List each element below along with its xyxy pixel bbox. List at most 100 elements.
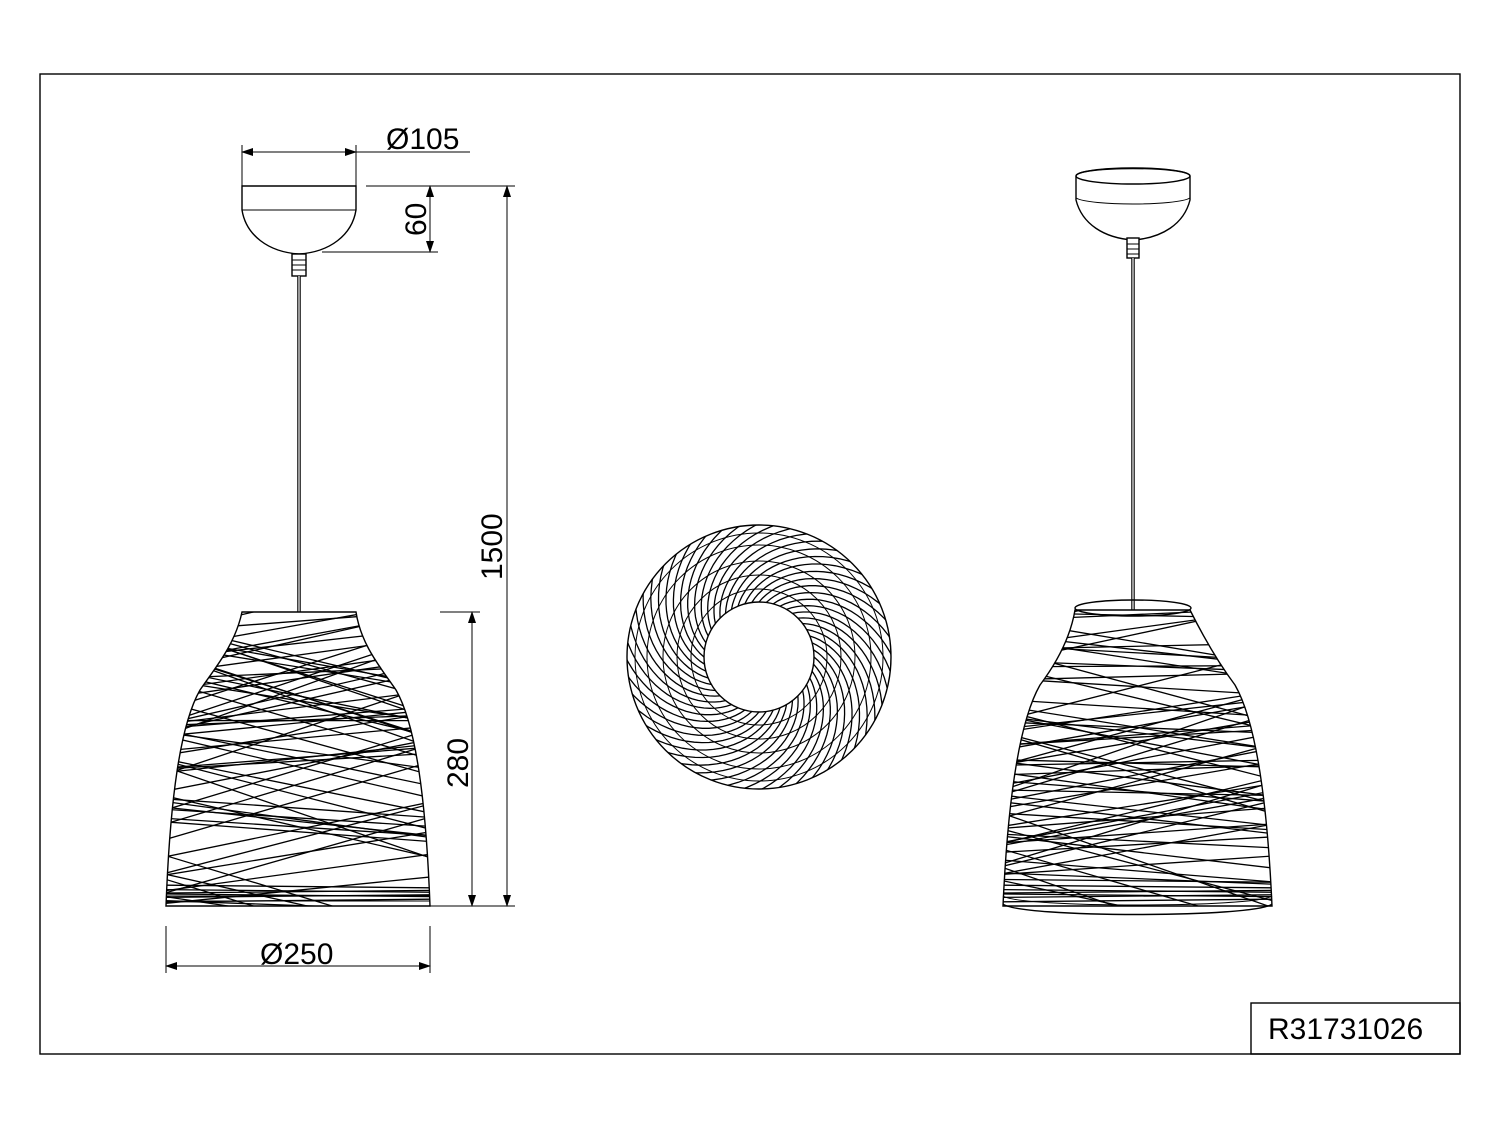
weave-strand	[166, 730, 430, 803]
weave-strand	[1003, 726, 1272, 810]
weave-strand	[1003, 835, 1272, 854]
canopy-height-label: 60	[400, 203, 433, 236]
weave-strand	[166, 709, 430, 759]
weave-strand	[1003, 795, 1272, 872]
weave-strand	[166, 723, 430, 754]
perspective-shade-outline	[1002, 609, 1273, 907]
ring-band	[662, 560, 856, 754]
weave-strand	[1003, 671, 1272, 682]
weave-strand	[1003, 615, 1272, 669]
weave-strand	[1003, 857, 1272, 885]
product-code: R31731026	[1268, 1013, 1423, 1046]
bottom-view	[626, 524, 892, 790]
ring-strand	[661, 707, 781, 759]
weave-strand	[1003, 660, 1272, 736]
product-code-box: R31731026	[1250, 1002, 1461, 1055]
weave-strand	[166, 754, 430, 818]
weave-strand	[1003, 642, 1272, 651]
weave-strand	[1003, 685, 1272, 772]
weave-band	[1003, 893, 1272, 898]
weave-strand	[1003, 780, 1272, 831]
shade-diameter-label: Ø250	[260, 938, 333, 971]
ring-band	[690, 588, 828, 726]
weave-strand	[1003, 758, 1272, 800]
weave-strand	[1003, 728, 1272, 820]
weave-strand	[1003, 792, 1272, 850]
weave-strand	[166, 612, 430, 634]
ring-band	[646, 544, 872, 770]
weave-band	[1003, 889, 1272, 894]
weave-band	[1003, 893, 1272, 899]
ring-strand	[627, 653, 739, 716]
weave-strand	[166, 869, 430, 906]
dimension-total-height: 1500	[430, 185, 515, 907]
weave-strand	[166, 729, 430, 773]
weave-strand	[166, 612, 430, 676]
total-height-label: 1500	[476, 513, 509, 580]
cord-grip	[291, 253, 307, 277]
drawing-frame	[39, 73, 1461, 1055]
weave-strand	[166, 797, 430, 862]
weave-strand	[166, 759, 430, 866]
weave-band	[1003, 884, 1272, 889]
weave-strand	[1003, 696, 1272, 732]
ring-band	[634, 532, 884, 782]
ring-strand	[700, 525, 763, 637]
ring-strand	[737, 555, 857, 607]
weave-strand	[1003, 720, 1272, 735]
weave-strand	[1003, 904, 1272, 906]
perspective-view	[1002, 167, 1273, 916]
weave-strand	[166, 790, 430, 863]
weave-band	[166, 888, 430, 894]
weave-strand	[1003, 704, 1272, 785]
perspective-cord-grip	[1126, 237, 1140, 259]
dimension-canopy-height: 60	[322, 185, 438, 253]
weave-strand	[166, 707, 430, 739]
dimension-canopy-diameter: Ø105	[241, 123, 470, 186]
weave-strand	[1003, 764, 1272, 777]
weave-strand	[166, 804, 430, 839]
weave-strand	[1003, 643, 1272, 729]
bottom-view-weave	[627, 525, 892, 789]
weave-strand	[166, 751, 430, 771]
weave-strand	[166, 622, 430, 722]
weave-strand	[1003, 737, 1272, 824]
weave-strand	[1003, 842, 1272, 906]
weave-strand	[166, 874, 430, 906]
weave-strand	[166, 798, 430, 841]
weave-strand	[166, 819, 430, 844]
ring-strand	[779, 598, 892, 661]
ring-strand	[657, 559, 709, 679]
dimension-shade-height: 280	[440, 611, 480, 907]
weave-strand	[1003, 664, 1272, 668]
weave-strand	[166, 827, 430, 879]
weave-strand	[166, 619, 430, 694]
weave-strand	[166, 704, 430, 731]
weave-strand	[1003, 697, 1272, 719]
weave-strand	[166, 620, 430, 705]
weave-strand	[1003, 610, 1272, 633]
weave-strand	[1003, 729, 1272, 790]
weave-strand	[1003, 721, 1272, 748]
weave-strand	[166, 723, 430, 817]
weave-strand	[1003, 610, 1272, 650]
weave-strand	[1003, 759, 1272, 767]
ring-strand	[809, 635, 861, 755]
weave-strand	[1003, 871, 1272, 886]
weave-strand	[1003, 778, 1272, 804]
weave-strand	[166, 734, 430, 796]
weave-strand	[1003, 820, 1272, 878]
weave-strand	[166, 850, 430, 895]
weave-strand	[1003, 772, 1272, 849]
weave-strand	[1003, 786, 1272, 847]
weave-strand	[1003, 713, 1272, 753]
weave-strand	[1003, 744, 1272, 806]
weave-strand	[166, 810, 430, 900]
weave-strand	[1003, 860, 1272, 906]
canopy-diameter-label: Ø105	[386, 123, 459, 156]
ring-strand	[755, 677, 818, 789]
shade-height-label: 280	[442, 738, 475, 788]
weave-strand	[166, 755, 430, 835]
weave-strand	[166, 755, 430, 846]
